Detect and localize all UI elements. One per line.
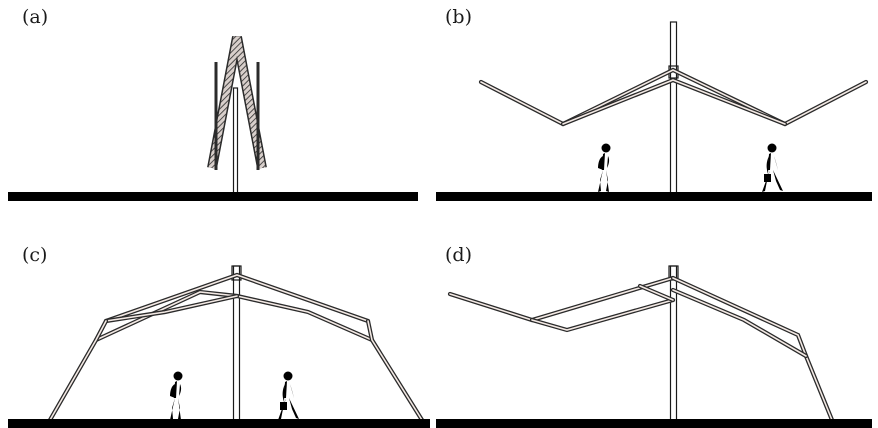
panel-b-struts: [478, 67, 869, 127]
panel-b-ground: [436, 192, 872, 201]
panel-c-person-with-bag: [278, 371, 299, 420]
panel-d-asymmetric-deployment: [436, 265, 872, 428]
panel-d-struts: [447, 275, 835, 423]
panel-a-ground: [8, 192, 418, 201]
panel-c-ground: [8, 419, 430, 428]
panel-b-person-with-bag: [762, 143, 783, 192]
panel-label-c: (c): [22, 244, 48, 266]
panel-d-ground: [436, 419, 872, 428]
panel-label-a: (a): [22, 6, 49, 28]
panel-b-open-v-structure: [436, 21, 872, 201]
panel-c-mast: [232, 265, 241, 425]
panel-c-person-walking: [170, 371, 183, 420]
panel-label-d: (d): [445, 244, 472, 266]
panel-c-struts: [47, 272, 425, 423]
panel-b-person-walking: [598, 143, 611, 192]
panel-b-mast: [669, 21, 678, 195]
panel-c-deployed-canopy: [8, 265, 430, 428]
panel-label-b: (b): [445, 6, 472, 28]
panel-a-folded-structure: [8, 36, 418, 201]
panel-a-mast: [232, 87, 239, 195]
